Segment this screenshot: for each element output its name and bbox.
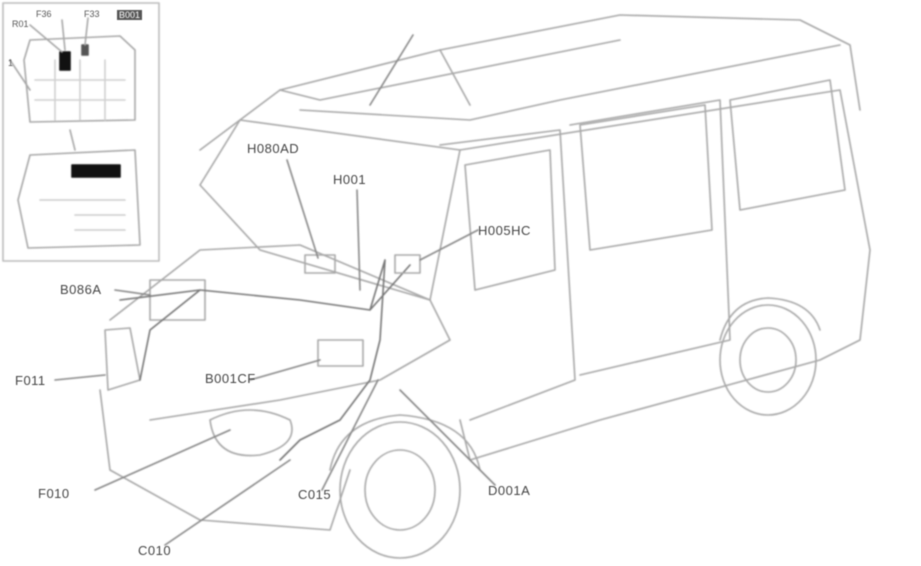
inset-label-f33: F33 [84,9,100,19]
side-body [459,89,871,461]
inset-label-b001: B001 [117,10,143,20]
label-b086a: B086A [60,282,102,297]
relay-box-icon [17,149,141,249]
engine-ecu [317,339,364,367]
headlight [104,327,141,391]
label-d001a: D001A [488,483,531,498]
mid-window [579,104,713,251]
bumper [99,389,351,531]
label-f011: F011 [15,373,46,388]
label-c015: C015 [298,487,332,502]
van-roof [199,14,861,151]
label-c010: C010 [138,543,172,558]
label-h001: H001 [333,172,367,187]
label-b001cf: B001CF [205,371,256,386]
inset-label-r01: R01 [12,19,29,29]
sliding-door [569,99,731,376]
fuse-box-icon [23,35,136,123]
label-f010: F010 [38,486,70,501]
washer-tank [209,409,293,457]
inset-frame [2,2,160,262]
door-window [464,149,556,291]
battery [149,279,206,321]
inset-label-small: 1 [8,58,14,68]
front-door [439,129,576,421]
label-h005hc: H005HC [478,223,531,238]
label-h080ad: H080AD [247,141,300,156]
van-roof-line [279,39,621,106]
hood [109,244,451,421]
front-wheel [339,421,461,559]
rear-wheel [719,304,817,416]
windshield [199,119,461,301]
wiring-harness [119,259,411,461]
inset-label-f36: F36 [36,9,52,19]
rear-window [729,79,846,211]
